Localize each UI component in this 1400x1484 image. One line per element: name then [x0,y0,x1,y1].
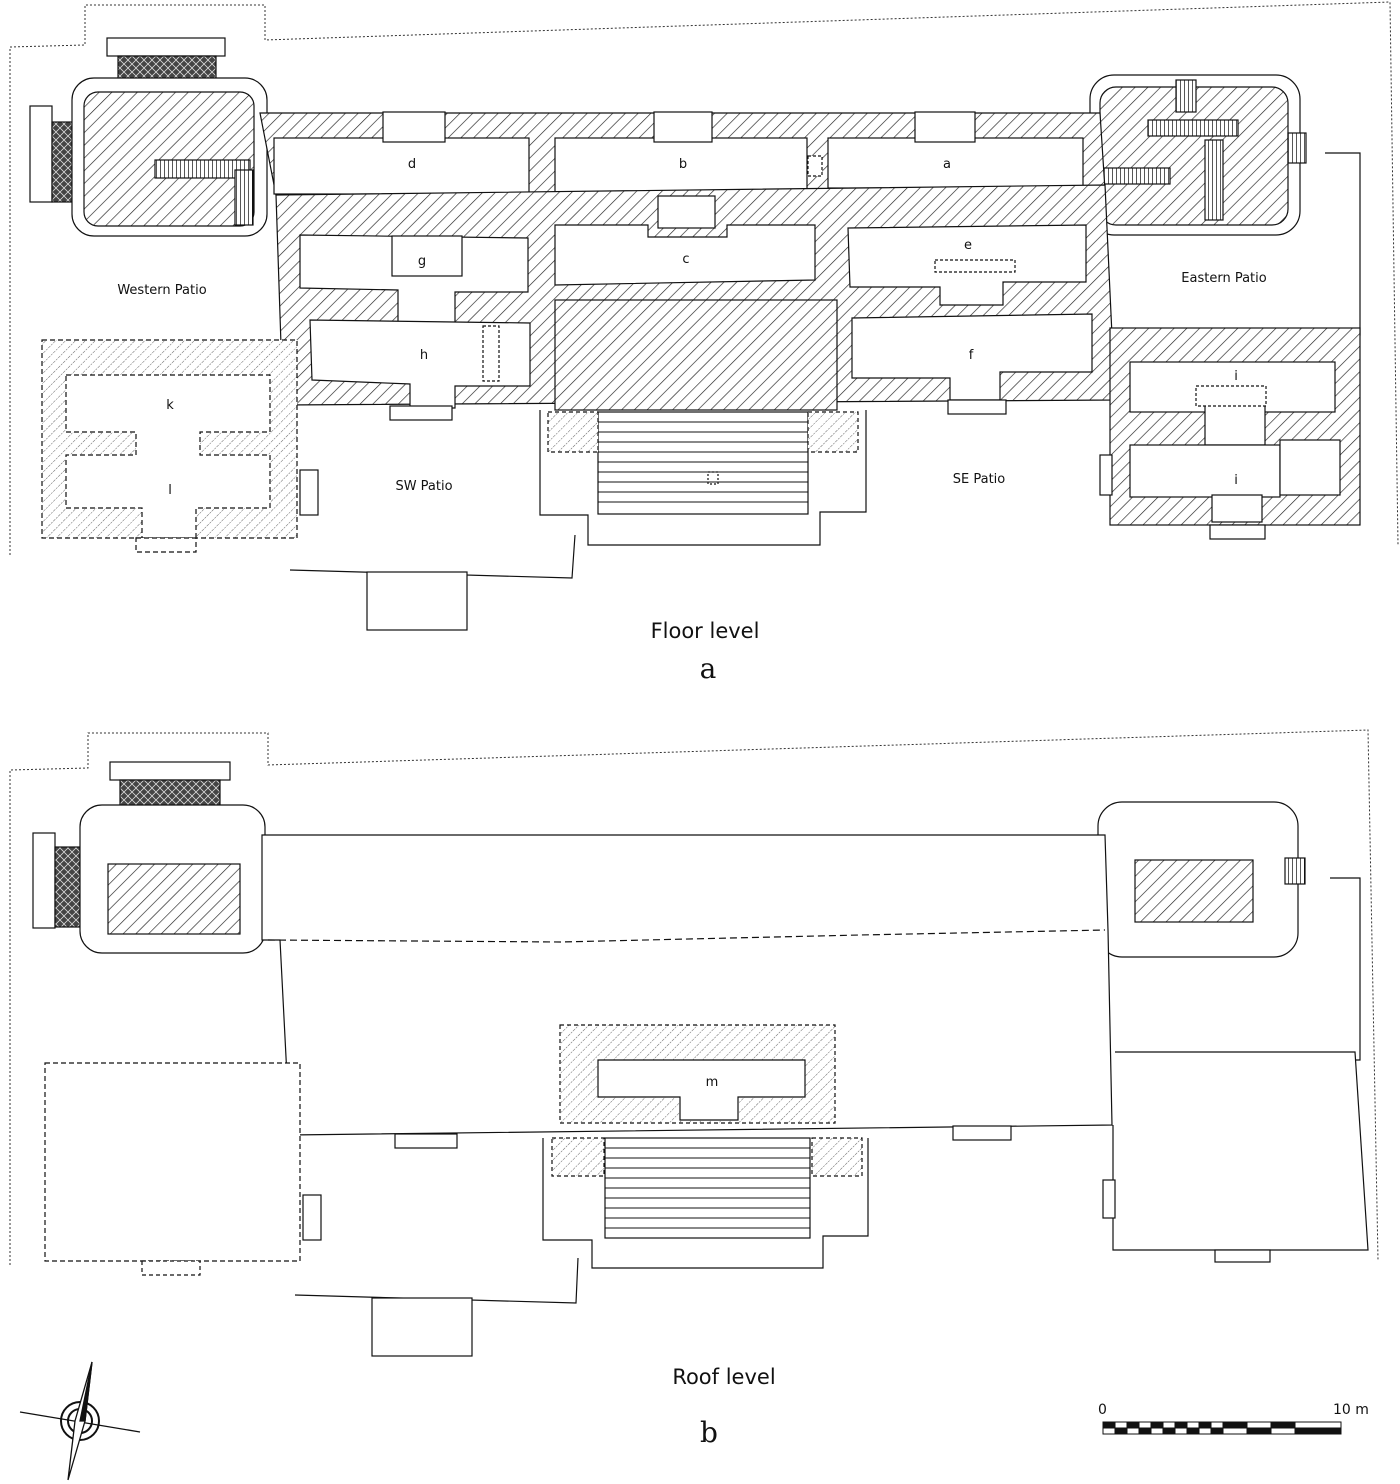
room-label-i-upper: i [1234,369,1238,384]
roof-level-caption: Roof level [672,1365,775,1389]
roof-room-m [597,1059,806,1121]
room-label-g: g [418,254,426,269]
site-boundary-roof [9,729,1379,1265]
floor-level-labels: d b a g c e h f i i k l Western Patio Ea… [117,157,1266,685]
scale-bar [1102,1421,1342,1435]
room-i-lower [1129,444,1281,498]
room-label-m: m [706,1075,719,1090]
south-stairway [539,410,867,546]
floor-level-caption: Floor level [651,619,760,643]
panel-letter-b: b [700,1416,718,1449]
west-ruin-roof [44,1062,301,1262]
room-label-c: c [682,252,689,267]
main-roof [261,834,1113,1136]
room-label-k: k [166,398,174,413]
scale-label-zero: 0 [1098,1402,1107,1418]
scale-label-end: 10 m [1333,1402,1369,1418]
roof-level-plan [9,729,1379,1357]
room-label-h: h [420,348,428,363]
room-label-f: f [969,348,974,363]
south-stairway-roof [542,1137,869,1269]
west-annex-ruin [41,339,298,553]
site-boundary [9,1,1399,555]
room-label-a: a [943,157,951,172]
room-label-b: b [679,157,687,172]
north-arrow-icon [19,1361,141,1481]
room-c [554,224,816,286]
western-tower [29,37,268,237]
area-label-se-patio: SE Patio [953,472,1006,487]
room-h [309,319,531,409]
room-label-e: e [964,238,972,253]
western-tower-roof [32,761,266,954]
room-b [554,137,808,195]
area-label-eastern-patio: Eastern Patio [1181,271,1266,286]
room-a [827,137,1084,189]
room-label-l: l [168,483,172,498]
room-label-d: d [408,157,416,172]
eastern-tower [1089,74,1361,336]
roof-level-labels: m Roof level b [672,1075,775,1449]
eastern-tower-roof [1097,801,1361,1061]
area-label-western-patio: Western Patio [117,283,206,298]
east-block-roof [1112,1051,1369,1251]
floor-level-plan [9,1,1399,631]
room-label-i-lower: i [1234,473,1238,488]
room-d [273,137,530,195]
area-label-sw-patio: SW Patio [395,479,452,494]
panel-letter-a: a [700,652,717,685]
